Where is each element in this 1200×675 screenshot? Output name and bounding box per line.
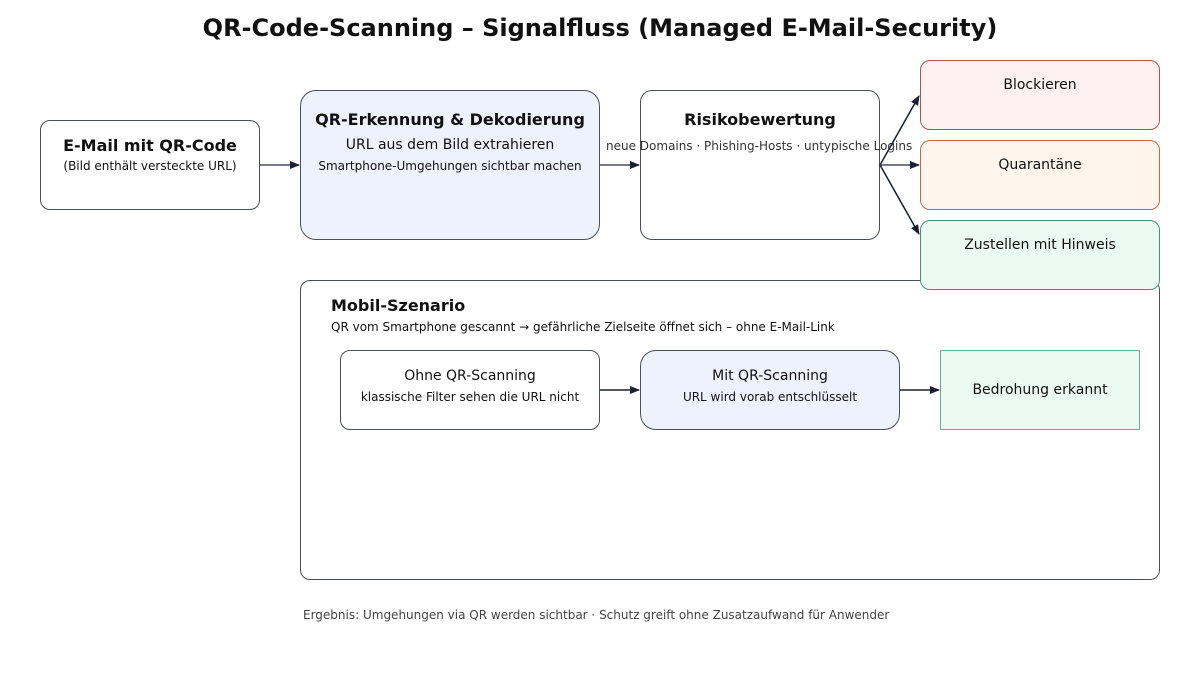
- mobile-scenario-title: Mobil-Szenario: [331, 296, 466, 315]
- mobile-scenario-subtitle: QR vom Smartphone gescannt → gefährliche…: [331, 320, 835, 334]
- risk-signals-label: neue Domains · Phishing-Hosts · untypisc…: [606, 139, 913, 153]
- qr-detection-title: QR-Erkennung & Dekodierung: [315, 110, 585, 129]
- arrow-risk-to-block: [879, 95, 920, 166]
- with-qr-scanning-subtitle: URL wird vorab entschlüsselt: [682, 390, 858, 404]
- with-qr-scanning-node: Mit QR-Scanning URL wird vorab entschlüs…: [640, 350, 900, 430]
- risk-assessment-node: Risikobewertung: [640, 90, 880, 240]
- risk-assessment-title: Risikobewertung: [684, 110, 836, 129]
- without-qr-scanning-subtitle: klassische Filter sehen die URL nicht: [360, 390, 580, 404]
- threat-detected-node: Bedrohung erkannt: [940, 350, 1140, 430]
- threat-detected-label: Bedrohung erkannt: [972, 382, 1108, 398]
- email-node-subtitle: (Bild enthält versteckte URL): [63, 159, 237, 173]
- qr-detection-node: QR-Erkennung & Dekodierung URL aus dem B…: [300, 90, 600, 240]
- without-qr-scanning-node: Ohne QR-Scanning klassische Filter sehen…: [340, 350, 600, 430]
- qr-detection-line1: URL aus dem Bild extrahieren: [345, 137, 555, 153]
- quarantine-outcome-label: Quarantäne: [998, 157, 1082, 173]
- email-node-title: E-Mail mit QR-Code: [63, 136, 237, 155]
- with-qr-scanning-title: Mit QR-Scanning: [712, 368, 828, 384]
- block-outcome-label: Blockieren: [1003, 77, 1077, 93]
- deliver-outcome-label: Zustellen mit Hinweis: [964, 237, 1116, 253]
- mobile-scenario-panel: Mobil-Szenario QR vom Smartphone gescann…: [300, 280, 1160, 580]
- qr-detection-line2: Smartphone-Umgehungen sichtbar machen: [318, 159, 582, 173]
- without-qr-scanning-title: Ohne QR-Scanning: [404, 368, 536, 384]
- deliver-outcome-node: Zustellen mit Hinweis: [920, 220, 1160, 290]
- quarantine-outcome-node: Quarantäne: [920, 140, 1160, 210]
- block-outcome-node: Blockieren: [920, 60, 1160, 130]
- result-footer-note: Ergebnis: Umgehungen via QR werden sicht…: [303, 608, 890, 622]
- arrow-risk-to-deliver: [879, 164, 920, 235]
- email-node: E-Mail mit QR-Code (Bild enthält verstec…: [40, 120, 260, 210]
- diagram-title: QR-Code-Scanning – Signalfluss (Managed …: [202, 14, 998, 42]
